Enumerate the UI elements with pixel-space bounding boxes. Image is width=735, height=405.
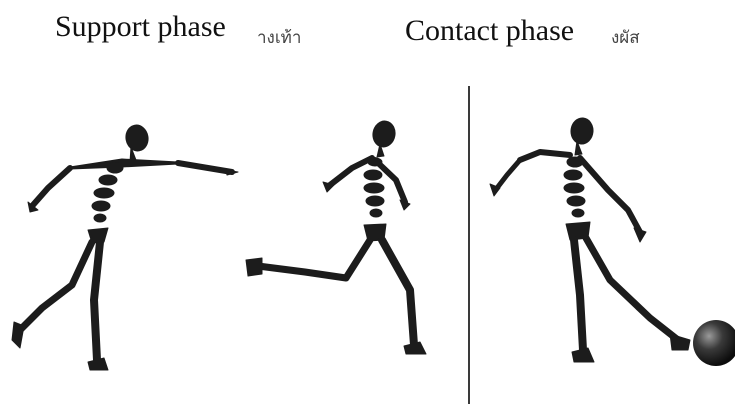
skeleton-figure-3 — [490, 117, 690, 362]
skeleton-figure-2 — [246, 119, 426, 354]
ball-icon — [693, 320, 735, 366]
skeleton-figure-1 — [12, 123, 238, 370]
